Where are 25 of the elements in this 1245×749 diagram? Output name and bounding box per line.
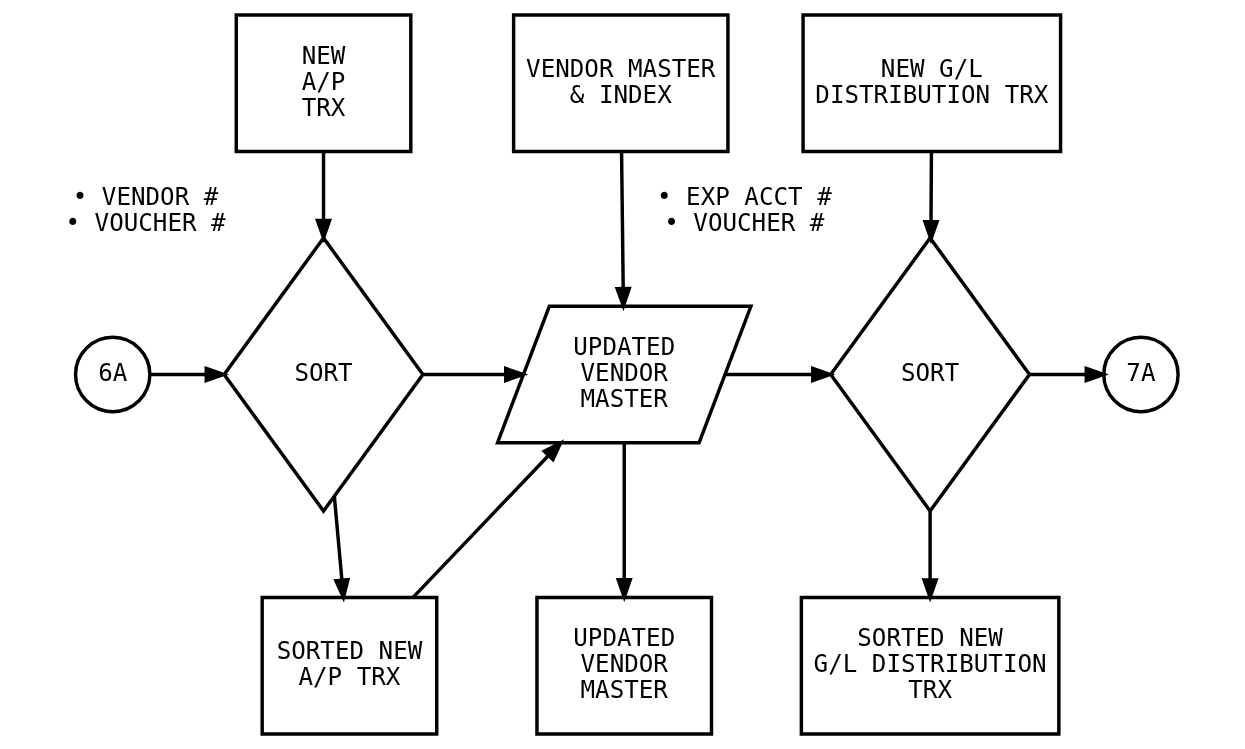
node-label: • VOUCHER # bbox=[664, 209, 825, 238]
arrow bbox=[921, 511, 939, 603]
node-diamond: SORT bbox=[222, 235, 426, 514]
node-circle: 7A bbox=[1102, 335, 1180, 414]
arrow bbox=[332, 496, 351, 603]
node-box: UPDATED VENDOR MASTER bbox=[535, 595, 714, 736]
node-box: NEW A/P TRX bbox=[234, 13, 413, 154]
node-label: • VOUCHER # bbox=[65, 209, 226, 238]
node-circle: 6A bbox=[73, 335, 152, 414]
arrow bbox=[615, 442, 633, 603]
node-box: NEW G/L DISTRIBUTION TRX bbox=[801, 13, 1063, 154]
node-label: • EXP ACCT # bbox=[656, 183, 832, 212]
arrow bbox=[725, 366, 836, 383]
arrow bbox=[150, 366, 229, 383]
arrow bbox=[423, 366, 529, 383]
arrow bbox=[1029, 366, 1109, 383]
arrow bbox=[614, 151, 632, 312]
node-label: • VENDOR # bbox=[72, 183, 219, 212]
node-box: SORTED NEW A/P TRX bbox=[260, 595, 439, 736]
arrow bbox=[412, 439, 565, 599]
arrow bbox=[922, 151, 940, 245]
node-diamond: SORT bbox=[828, 235, 1032, 514]
node-box: VENDOR MASTER & INDEX bbox=[511, 13, 730, 154]
node-box: SORTED NEW G/L DISTRIBUTION TRX bbox=[799, 595, 1061, 736]
arrow bbox=[315, 151, 333, 244]
